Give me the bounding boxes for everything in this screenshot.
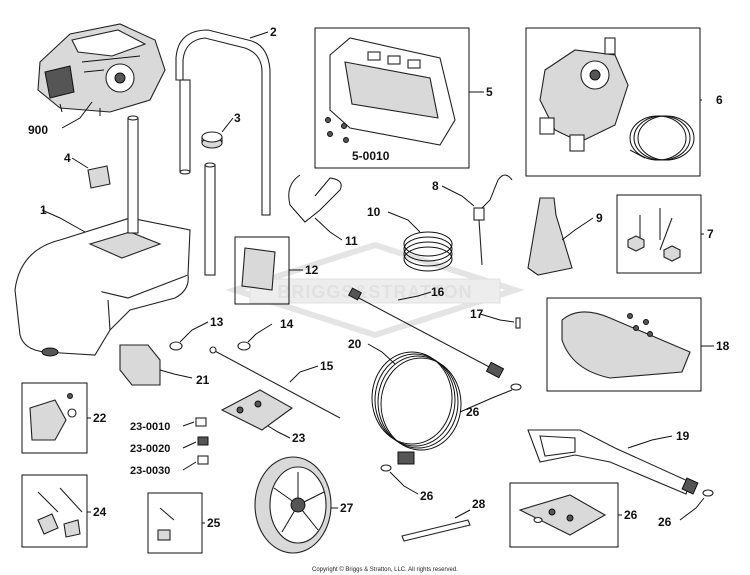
- rod-part: [209, 346, 341, 419]
- label-23-0010: 23-0010: [130, 421, 170, 433]
- label-18: 18: [716, 339, 730, 353]
- strap-part: [401, 519, 471, 542]
- decal-sheet-part: [241, 247, 276, 291]
- label-14: 14: [280, 317, 294, 331]
- label-25: 25: [207, 516, 221, 530]
- label-23: 23: [292, 431, 306, 445]
- label-28: 28: [472, 497, 486, 511]
- label-2: 2: [270, 25, 277, 39]
- label-1: 1: [40, 203, 47, 217]
- label-7: 7: [707, 227, 714, 241]
- label-16: 16: [431, 285, 445, 299]
- label-20: 20: [348, 337, 362, 351]
- label-5-0010: 5-0010: [352, 149, 390, 163]
- label-6: 6: [716, 93, 723, 107]
- engine-part: [37, 23, 166, 116]
- probe-part: [473, 174, 513, 266]
- high-pressure-hose-part: [371, 351, 462, 472]
- label-22: 22: [93, 411, 107, 425]
- label-24: 24: [93, 505, 107, 519]
- frame-part: [14, 115, 216, 357]
- seal-kit-part: [518, 494, 607, 536]
- label-26-gun: 26: [658, 515, 672, 529]
- box-25: [147, 492, 203, 554]
- decal-part: [87, 165, 111, 189]
- label-26-hose: 26: [420, 489, 434, 503]
- pin-part: [515, 317, 521, 329]
- hose-bracket-part: [119, 344, 161, 386]
- label-10: 10: [367, 205, 381, 219]
- box-5: [314, 27, 470, 169]
- box-18: [546, 297, 702, 392]
- label-12: 12: [305, 263, 319, 277]
- label-21: 21: [196, 373, 210, 387]
- leader-lines: [41, 31, 714, 524]
- box-7: [616, 194, 702, 274]
- label-19: 19: [676, 429, 690, 443]
- handle-part: [175, 29, 271, 216]
- o-ring-part: [169, 341, 183, 351]
- label-27: 27: [340, 501, 354, 515]
- wire-bracket-part: [288, 174, 342, 223]
- box-6: [525, 27, 701, 177]
- label-4: 4: [64, 151, 71, 165]
- control-panel-part: [325, 37, 456, 146]
- label-26-wand: 26: [466, 405, 480, 419]
- watermark-text: BRIGGS&STRATTON: [277, 282, 472, 302]
- wand-part: [348, 287, 522, 391]
- bottle-part: [527, 197, 573, 276]
- foot-pad-part: [29, 393, 77, 441]
- label-23-0020: 23-0020: [130, 443, 170, 455]
- label-17: 17: [470, 307, 484, 321]
- cap-part: [201, 131, 223, 149]
- label-11: 11: [345, 234, 358, 248]
- copyright-text: Copyright © Briggs & Stratton, LLC. All …: [312, 566, 458, 573]
- label-5: 5: [486, 85, 493, 99]
- label-900: 900: [28, 123, 48, 137]
- bolts-part: [627, 208, 681, 262]
- wheel-part: [254, 456, 332, 554]
- label-9: 9: [596, 211, 603, 225]
- clip-part: [237, 341, 251, 351]
- watermark: BRIGGS&STRATTON: [225, 241, 525, 339]
- knob-hardware-part: [37, 487, 83, 538]
- label-13: 13: [210, 315, 224, 329]
- cover-part: [561, 311, 691, 379]
- box-24: [21, 474, 88, 548]
- label-15: 15: [320, 359, 334, 373]
- pump-part: [539, 37, 695, 161]
- valve-kit-part: [195, 389, 294, 465]
- axle-hardware-part: [157, 507, 175, 541]
- label-3: 3: [234, 111, 241, 125]
- hose-coil-part: [403, 231, 453, 272]
- label-23-0030: 23-0030: [130, 465, 170, 477]
- spray-gun-part: [527, 429, 714, 497]
- label-26-kit: 26: [624, 508, 638, 522]
- label-8: 8: [432, 179, 439, 193]
